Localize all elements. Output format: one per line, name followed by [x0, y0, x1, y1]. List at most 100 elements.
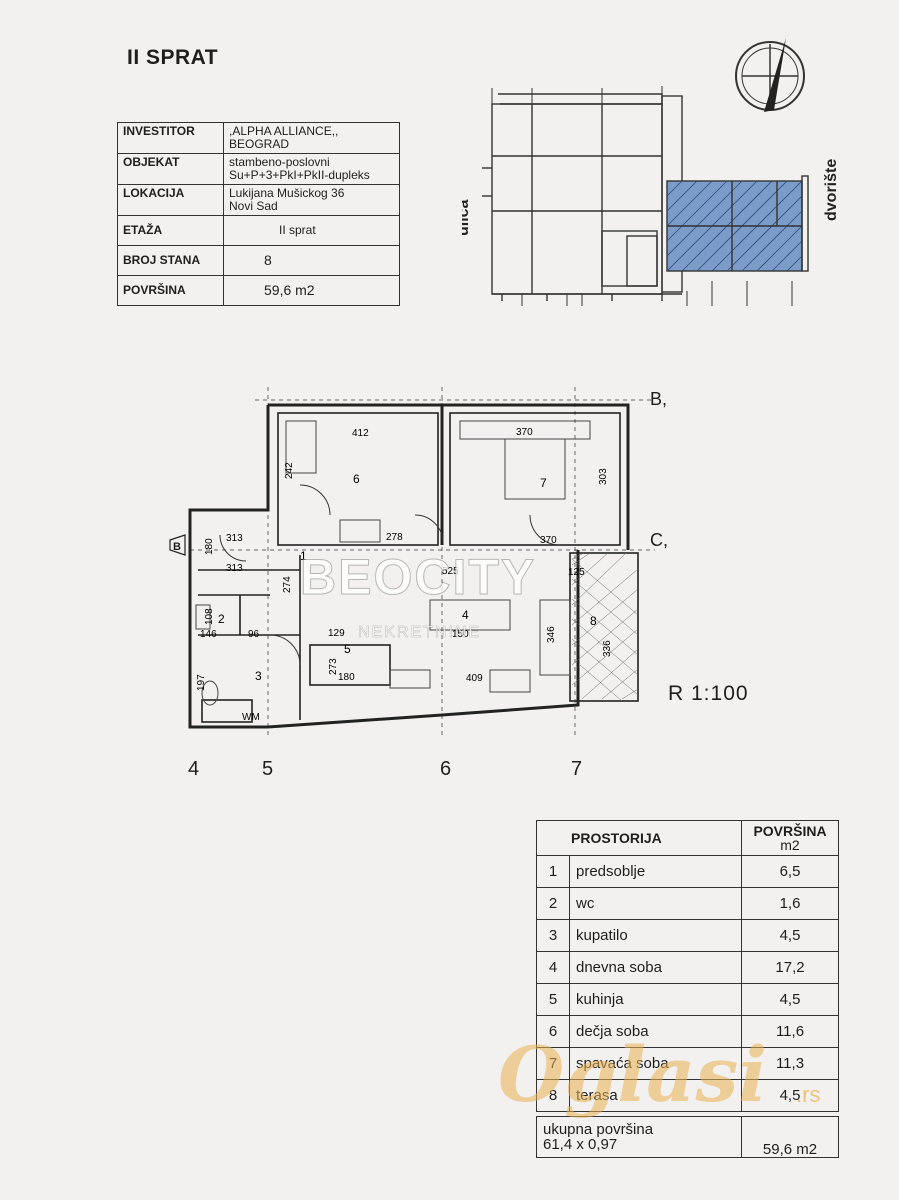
dimension-label: 370: [516, 427, 533, 438]
dimension-label: 180: [338, 672, 355, 683]
room-number: 6: [353, 472, 360, 486]
dimension-label: 409: [466, 673, 483, 684]
info-value-line2: BEOGRAD: [229, 137, 290, 151]
dimension-label: 242: [284, 462, 295, 479]
info-value-line1: Lukijana Mušickog 36: [229, 186, 345, 200]
room-number: 8: [590, 614, 597, 628]
scale-label: R 1:100: [668, 682, 749, 705]
room-number: 2: [218, 612, 225, 626]
room-area: 1,6: [741, 887, 839, 920]
dimension-label: 313: [226, 563, 243, 574]
street-label: ulica: [462, 199, 472, 236]
info-value-line2: Novi Sad: [229, 199, 278, 213]
info-row: BROJ STANA 8: [117, 245, 400, 276]
room-name: dečja soba: [569, 1015, 742, 1048]
room-num: 5: [536, 983, 570, 1016]
room-name: terasa: [569, 1079, 742, 1112]
dimension-label: 313: [226, 533, 243, 544]
watermark-oglasi: Oglasi: [498, 1030, 768, 1119]
room-number: 4: [462, 608, 469, 622]
watermark-oglasi-tld: .rs: [796, 1082, 821, 1107]
axis-marker-label: B: [173, 541, 181, 553]
info-label: OBJEKAT: [117, 153, 224, 185]
dimension-label: 370: [540, 535, 557, 546]
room-number: 1: [300, 549, 307, 563]
dimension-label: 96: [248, 629, 260, 640]
info-row: INVESTITOR ,ALPHA ALLIANCE,,BEOGRAD: [117, 122, 400, 154]
room-num: 1: [536, 855, 570, 888]
total-formula: 61,4 x 0,97: [543, 1136, 618, 1153]
dimension-label: WM: [242, 712, 260, 723]
watermark-beocity-sub: NEKRETNINE: [358, 624, 482, 642]
axis-label: 7: [571, 758, 583, 780]
dimension-label: 525: [442, 566, 459, 577]
axis-label: 4: [188, 758, 200, 780]
room-name: kupatilo: [569, 919, 742, 952]
dimension-label: 273: [328, 658, 339, 675]
yard-label: dvorište: [823, 159, 840, 221]
info-value-line1: ,ALPHA ALLIANCE,,: [229, 124, 339, 138]
info-value: ,ALPHA ALLIANCE,,BEOGRAD: [223, 122, 400, 154]
room-area: 6,5: [741, 855, 839, 888]
room-area: 4,5: [741, 919, 839, 952]
project-info-table: INVESTITOR ,ALPHA ALLIANCE,,BEOGRAD OBJE…: [117, 122, 400, 306]
rooms-header-unit: m2: [780, 837, 800, 853]
dimension-label: 274: [282, 576, 293, 593]
dimension-label: 180: [204, 538, 215, 555]
info-row: POVRŠINA 59,6 m2: [117, 275, 400, 306]
rooms-header-room: PROSTORIJA: [536, 820, 742, 856]
dimension-label: 129: [328, 628, 345, 639]
info-label: INVESTITOR: [117, 122, 224, 154]
room-name: predsoblje: [569, 855, 742, 888]
info-value: 8: [223, 245, 400, 276]
room-area: 17,2: [741, 951, 839, 984]
info-label: LOKACIJA: [117, 184, 224, 216]
dimension-label: 150: [452, 629, 469, 640]
axis-label: B,: [650, 389, 668, 409]
axis-label: C,: [650, 530, 668, 550]
info-label: ETAŽA: [117, 215, 224, 246]
room-num: 6: [536, 1015, 570, 1048]
room-num: 3: [536, 919, 570, 952]
north-arrow-icon: [735, 38, 805, 112]
dimension-label: 346: [546, 626, 557, 643]
room-num: 2: [536, 887, 570, 920]
room-name: kuhinja: [569, 983, 742, 1016]
info-value-line2: Su+P+3+PkI+PkII-dupleks: [229, 168, 370, 182]
dimension-label: 278: [386, 532, 403, 543]
floor-title: II SPRAT: [127, 46, 219, 69]
room-name: spavaća soba: [569, 1047, 742, 1080]
watermark-beocity: BEOCITY: [299, 549, 537, 606]
dimension-label: 125: [568, 567, 585, 578]
axis-label: 5: [262, 758, 274, 780]
key-plan: ulica dvorište: [462, 86, 840, 306]
dimension-label: 146: [200, 629, 217, 640]
floor-plan: B 1 2 3 4 5 6 7 8 412 370 303 242 278 37…: [169, 387, 655, 735]
info-label: POVRŠINA: [117, 275, 224, 306]
room-number: 7: [540, 476, 547, 490]
dimension-label: 336: [602, 640, 613, 657]
axis-label: 6: [440, 758, 452, 780]
info-value-line1: stambeno-poslovni: [229, 155, 330, 169]
room-name: wc: [569, 887, 742, 920]
rooms-header-area-label: POVRŠINA: [753, 823, 827, 839]
dimension-label: 197: [196, 674, 207, 691]
info-value: 59,6 m2: [223, 275, 400, 306]
room-name: dnevna soba: [569, 951, 742, 984]
dimension-label: 303: [598, 468, 609, 485]
